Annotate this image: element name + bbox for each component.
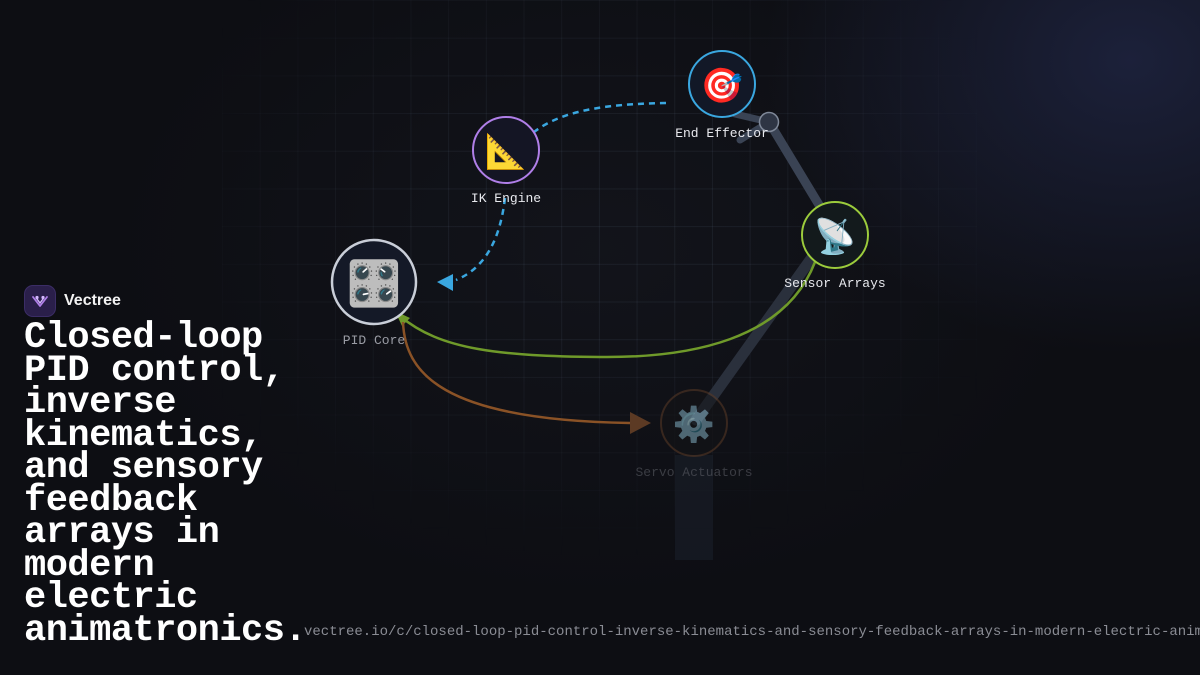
- edge-pid-to-servo: [401, 321, 631, 425]
- triangular-ruler-icon: 📐: [485, 132, 527, 172]
- pid-to-servo-arrowhead: [630, 412, 651, 434]
- target-icon: 🎯: [701, 66, 743, 106]
- headline: Closed-loop PID control, inverse kinemat…: [24, 317, 307, 652]
- robot-arm: [675, 110, 839, 560]
- sensor-arrays-label: Sensor Arrays: [784, 276, 885, 291]
- edge-sensor-to-pid: [399, 261, 817, 359]
- gear-icon: ⚙️: [673, 405, 715, 445]
- servo-actuators-label: Servo Actuators: [635, 465, 752, 480]
- end-effector-ring: [688, 50, 756, 118]
- ik-to-pid-arrowhead: [437, 274, 453, 291]
- node-ik-engine[interactable]: 📐 IK Engine: [471, 116, 541, 206]
- node-servo-actuators[interactable]: ⚙️ Servo Actuators: [635, 389, 753, 480]
- edge-end-effector-to-ik: [533, 101, 667, 133]
- pid-core-ring: [330, 238, 418, 326]
- end-effector-label: End Effector: [675, 126, 769, 141]
- page-url[interactable]: vectree.io/c/closed-loop-pid-control-inv…: [304, 624, 1200, 640]
- sensor-arrays-ring: [801, 201, 869, 269]
- node-pid-core[interactable]: 🎛️ PID Core: [330, 238, 418, 348]
- vectree-logo-icon: [24, 285, 56, 317]
- edge-ik-to-pid: [455, 197, 507, 282]
- node-end-effector[interactable]: 🎯 End Effector: [675, 50, 769, 141]
- pid-core-label: PID Core: [343, 333, 405, 348]
- brand-name: Vectree: [64, 292, 121, 309]
- ik-engine-ring: [472, 116, 540, 184]
- ik-engine-label: IK Engine: [471, 191, 541, 206]
- satellite-antenna-icon: 📡: [814, 215, 856, 257]
- node-sensor-arrays[interactable]: 📡 Sensor Arrays: [784, 201, 886, 291]
- arm-joint: [758, 111, 780, 133]
- brand[interactable]: Vectree: [24, 285, 121, 317]
- control-knobs-icon: 🎛️: [347, 259, 402, 310]
- servo-actuators-ring: [660, 389, 728, 457]
- edges: [395, 101, 817, 434]
